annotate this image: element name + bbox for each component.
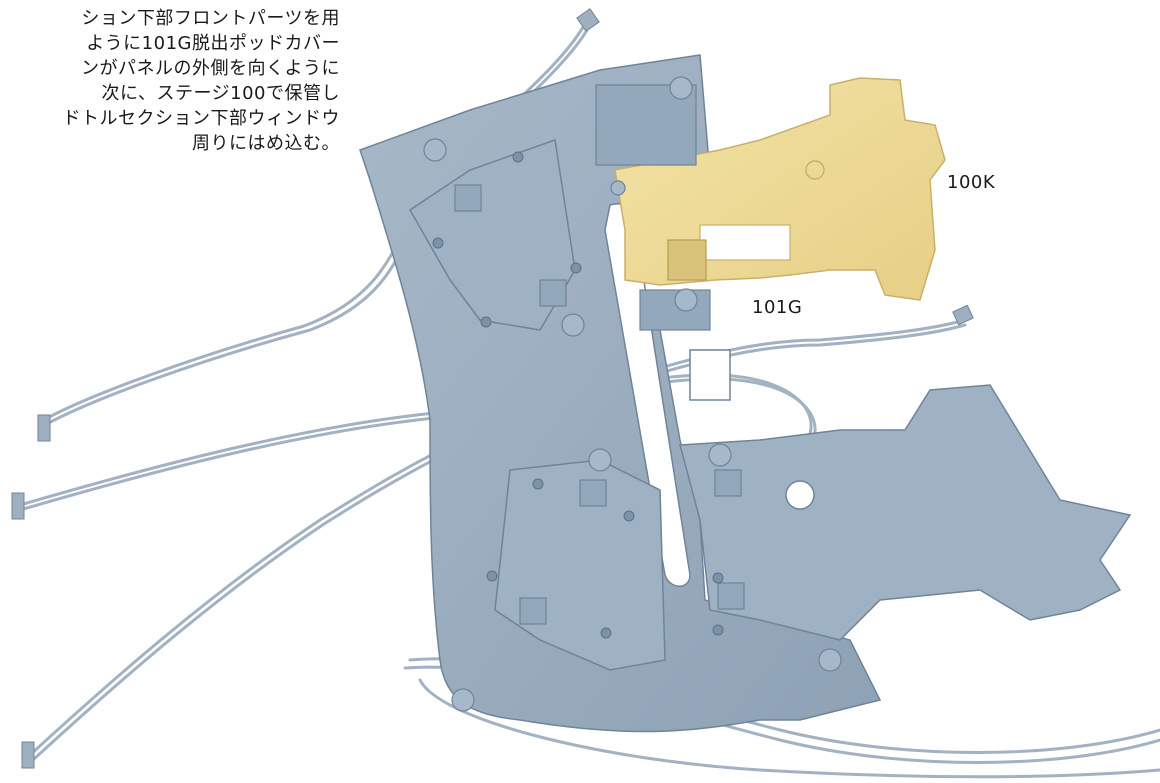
instruction-line: 周りにはめ込む。 [192,133,340,154]
callout-100k: 100K [947,172,996,193]
callout-101g: 101G [752,297,803,318]
instruction-text: ション下部フロントパーツを用 ように101G脱出ポッドカバー ンがパネルの外側を… [0,6,340,156]
part-101g [667,239,707,281]
connector-right [952,304,974,326]
connector-left-3 [21,741,35,769]
connector-top [576,8,600,32]
right-lower-panel [679,384,1132,641]
instruction-line: ンがパネルの外側を向くように [81,58,340,79]
instruction-line: 次に、ステージ100で保管し [101,83,340,104]
instruction-line: ように101G脱出ポッドカバー [86,33,340,54]
instruction-line: ドトルセクション下部ウィンドウ [62,108,340,129]
connector-left-2 [11,492,25,520]
instruction-line: ション下部フロントパーツを用 [81,8,340,29]
connector-left-1 [37,414,51,442]
